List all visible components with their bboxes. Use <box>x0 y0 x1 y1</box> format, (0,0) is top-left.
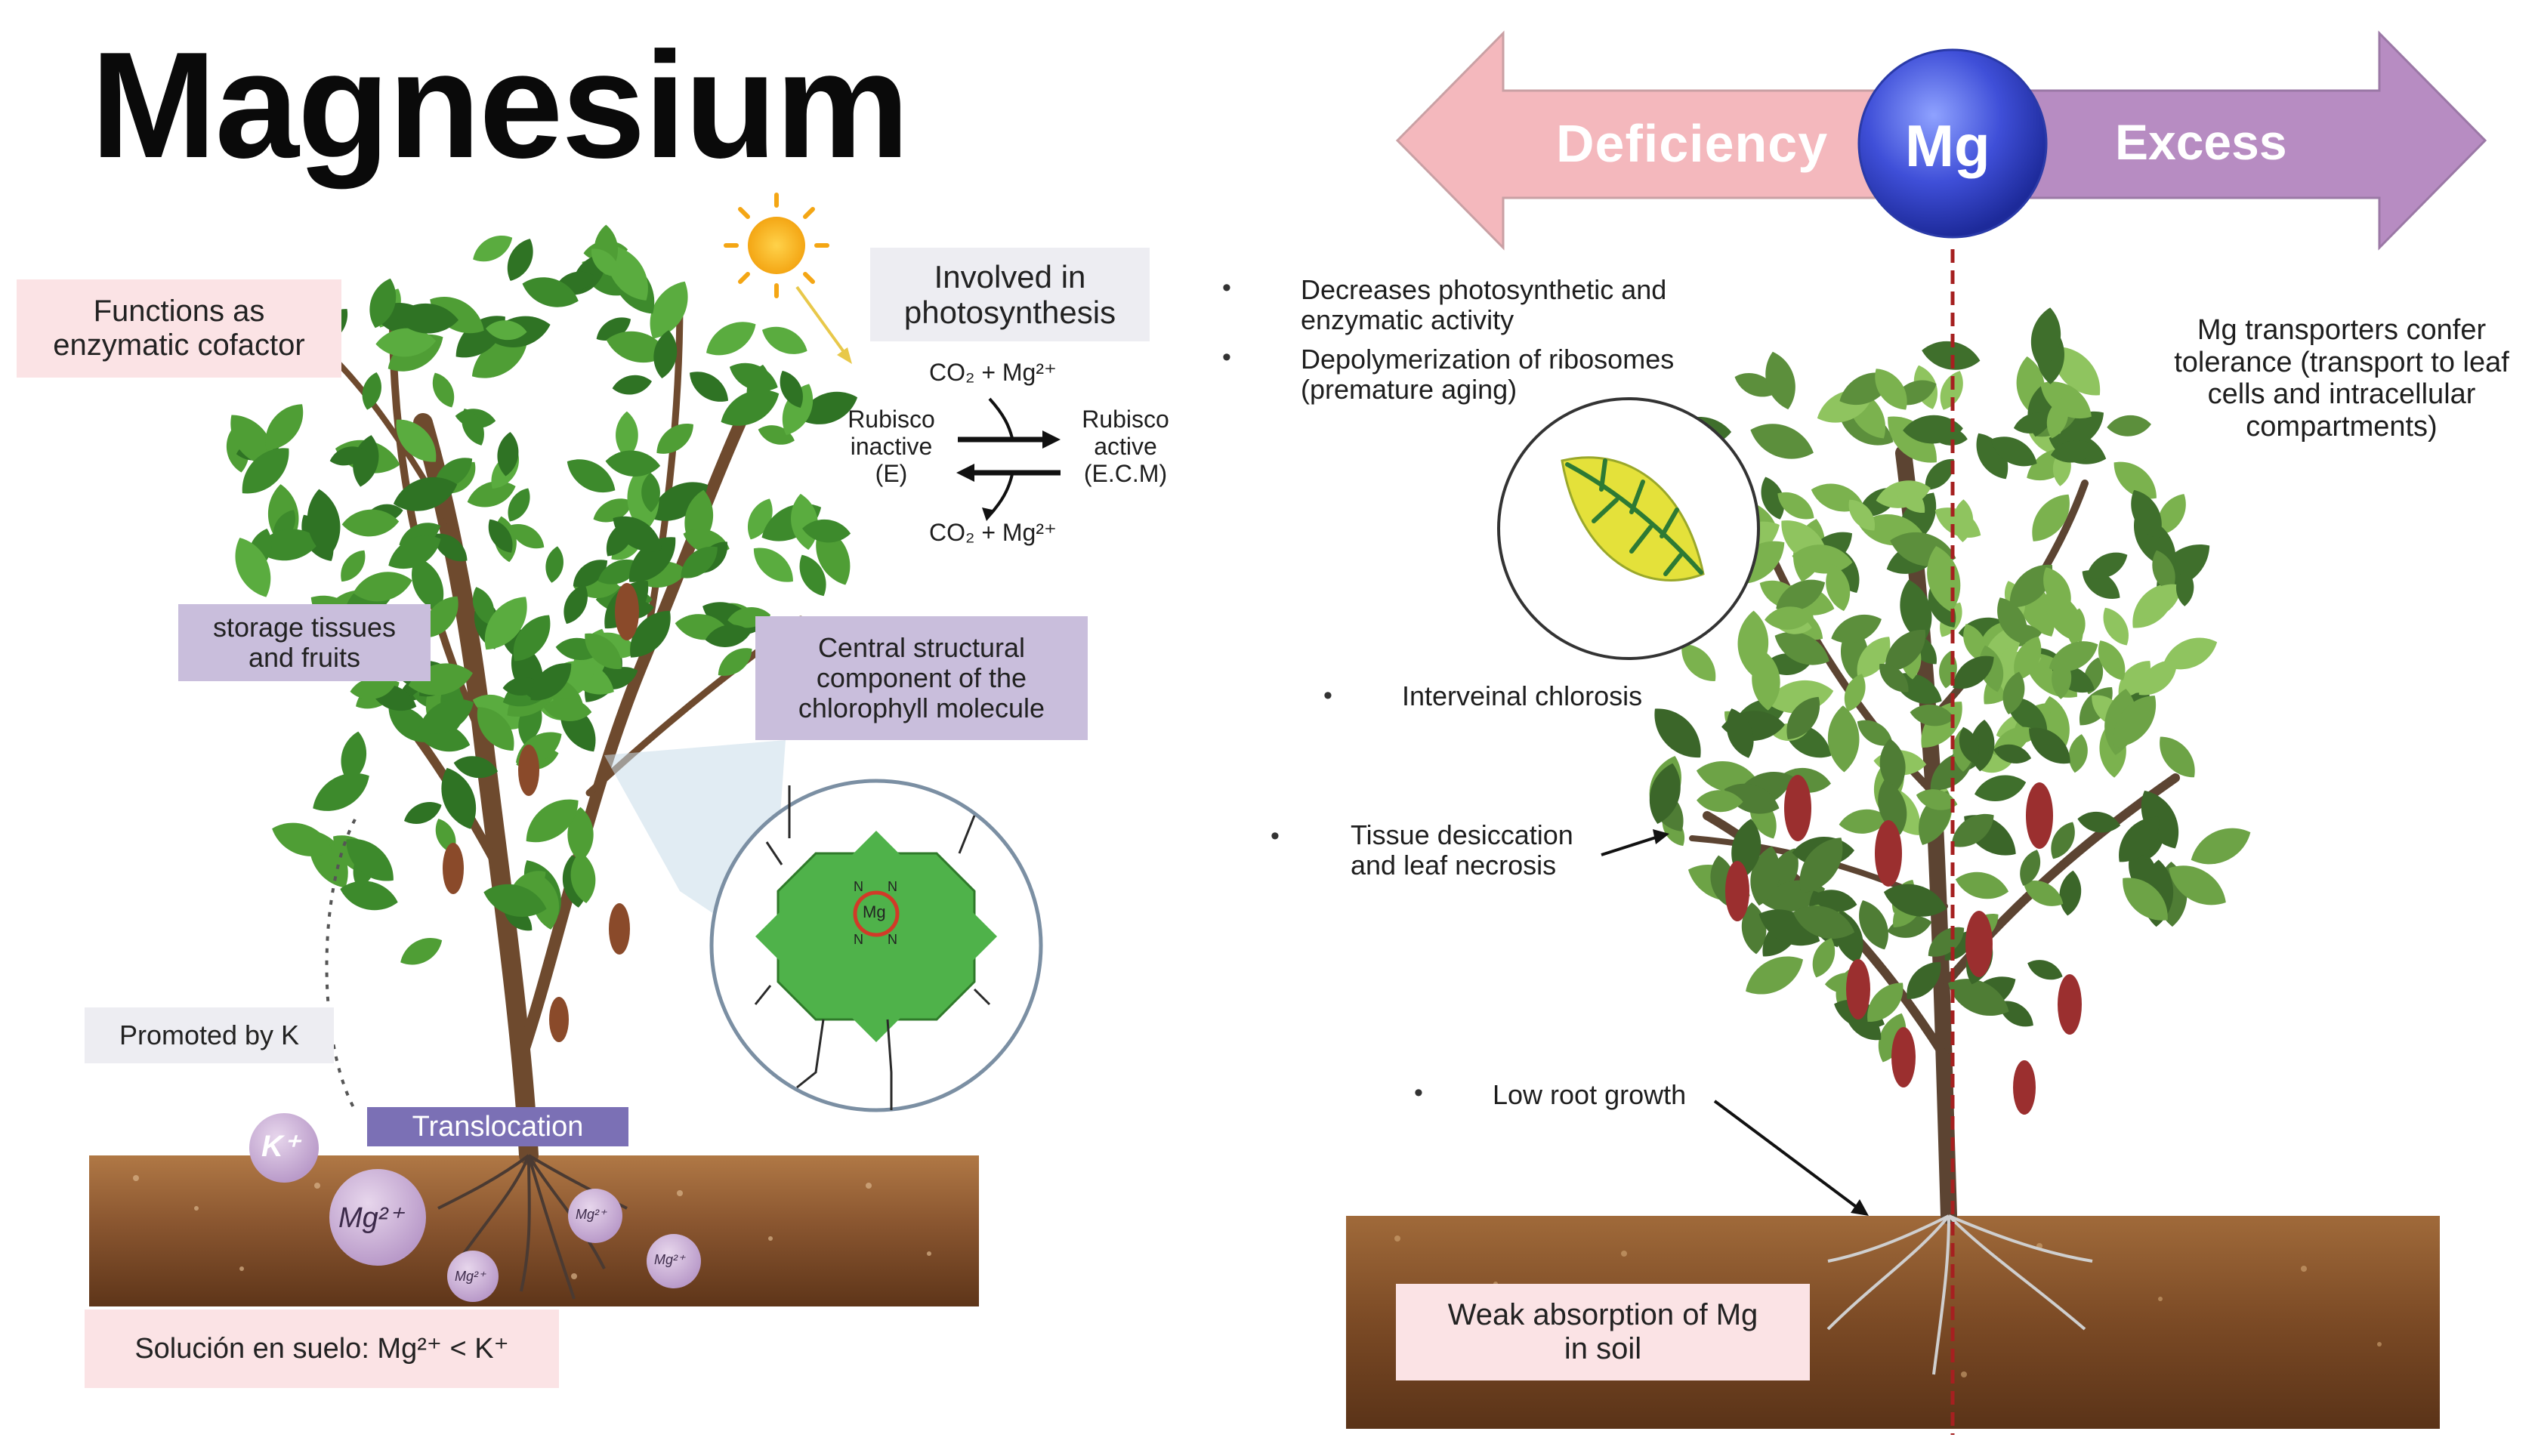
reaction-arrows <box>956 397 1061 521</box>
low-root-pointer <box>1713 1100 1860 1210</box>
bullet-dot-5: • <box>1414 1078 1423 1107</box>
sun-icon <box>724 193 852 364</box>
left-soil-specks <box>133 1175 931 1279</box>
leaf-shape <box>305 762 377 822</box>
leaf-shape <box>2065 733 2091 775</box>
chlorotic-leaf-icon <box>1561 456 1705 581</box>
bullet-dot-4: • <box>1271 822 1280 850</box>
molecule-mg-label: Mg <box>863 902 886 921</box>
reaction-top-reactant: CO₂ + Mg²⁺ <box>929 359 1057 386</box>
svg-text:N: N <box>888 932 897 947</box>
soil-solution-text: Solución en suelo: Mg²⁺ < K⁺ <box>134 1332 509 1365</box>
leaf-shape <box>1643 698 1712 769</box>
photosynthesis-label: Involved in photosynthesis <box>870 248 1150 341</box>
svg-text:N: N <box>854 932 863 947</box>
interveinal-label: Interveinal chlorosis <box>1402 680 1643 711</box>
leaf-shape <box>1827 705 1860 773</box>
mg-ion-small-1 <box>568 1189 622 1243</box>
soil-solution-label: Solución en suelo: Mg²⁺ < K⁺ <box>85 1309 559 1388</box>
excess-label: Excess <box>2115 114 2287 170</box>
leaf-shape <box>542 544 567 585</box>
mg-ion-small-2 <box>447 1251 499 1302</box>
mg-ion-small-label-2: Mg²⁺ <box>455 1269 486 1284</box>
rubisco-inactive-label: Rubisco inactive (E) <box>848 406 935 487</box>
excess-arrow <box>1985 30 2487 251</box>
k-ion-label: K⁺ <box>261 1130 299 1163</box>
right-tree-pods <box>1725 775 2082 1115</box>
mg-ball <box>1857 48 2048 239</box>
weak-absorption-label: Weak absorption of Mg in soil <box>1396 1284 1810 1380</box>
leaf-shape <box>2184 818 2258 875</box>
leaf-shape <box>1953 866 2012 905</box>
mg-ion-small-label-1: Mg²⁺ <box>576 1207 607 1222</box>
bullet-ribosomes: Depolymerization of ribosomes (premature… <box>1301 344 1675 406</box>
leaf-shape <box>426 369 461 412</box>
leaf-shape <box>746 538 801 591</box>
k-ion <box>249 1113 319 1183</box>
left-tree-pods <box>443 583 639 1042</box>
left-soil <box>89 1155 979 1306</box>
promoted-text: Promoted by K <box>119 1019 300 1050</box>
mg-ion-large <box>329 1169 426 1266</box>
mg-center-label: Mg <box>1905 113 1990 179</box>
leaf-shape <box>712 640 758 683</box>
desiccation-label: Tissue desiccation and leaf necrosis <box>1351 819 1573 881</box>
transporters-label: Mg transporters confer tolerance (transp… <box>2174 314 2509 443</box>
cofactor-label: Functions as enzymatic cofactor <box>17 279 341 378</box>
bullet-dot-1: • <box>1222 273 1231 302</box>
leaf-shape <box>610 372 654 398</box>
chlorophyll-molecule: N N N N <box>754 785 997 1110</box>
left-ions <box>249 1113 701 1302</box>
low-root-label: Low root growth <box>1493 1079 1687 1110</box>
leaf-shape <box>604 448 662 479</box>
storage-text: storage tissues and fruits <box>212 611 397 673</box>
svg-text:N: N <box>854 879 863 894</box>
rubisco-active-label: Rubisco active (E.C.M) <box>1082 406 1169 487</box>
page-title: Magnesium <box>91 21 909 190</box>
leaf-shape <box>699 312 763 365</box>
leaf-shape <box>2057 869 2084 918</box>
translocation-text: Translocation <box>412 1110 584 1143</box>
translocation-label: Translocation <box>367 1107 628 1146</box>
chlorophyll-label: Central structural component of the chlo… <box>755 616 1088 740</box>
bullet-photosynthetic: Decreases photosynthetic and enzymatic a… <box>1301 274 1667 336</box>
leaf-shape <box>683 363 735 410</box>
leaf-shape <box>395 930 448 973</box>
right-roots <box>1826 1214 2093 1375</box>
leaf-shape <box>1745 415 1820 468</box>
deficiency-label: Deficiency <box>1556 114 1829 173</box>
promoted-label: Promoted by K <box>85 1007 334 1063</box>
reaction-bottom-product: CO₂ + Mg²⁺ <box>929 519 1057 546</box>
mg-ion-large-label: Mg²⁺ <box>338 1202 403 1234</box>
mg-ion-small-label-3: Mg²⁺ <box>654 1252 685 1267</box>
leaf-shape <box>2076 808 2123 836</box>
leaf-shape <box>757 319 813 362</box>
desiccation-pointer <box>1601 835 1659 856</box>
svg-text:N: N <box>888 879 897 894</box>
storage-label: storage tissues and fruits <box>178 604 431 681</box>
bullet-dot-2: • <box>1222 343 1231 372</box>
bullet-dot-3: • <box>1323 681 1332 710</box>
weak-absorption-text: Weak absorption of Mg in soil <box>1447 1298 1758 1365</box>
photosynthesis-text: Involved in photosynthesis <box>903 258 1116 330</box>
cofactor-text: Functions as enzymatic cofactor <box>53 295 305 362</box>
leaf-shape <box>2024 955 2066 986</box>
chlorophyll-text: Central structural component of the chlo… <box>798 631 1045 724</box>
mg-ion-small-3 <box>647 1234 701 1288</box>
leaf-shape <box>1971 770 2029 807</box>
left-tree-trunk <box>284 298 804 1165</box>
right-tree <box>1641 305 2258 1375</box>
